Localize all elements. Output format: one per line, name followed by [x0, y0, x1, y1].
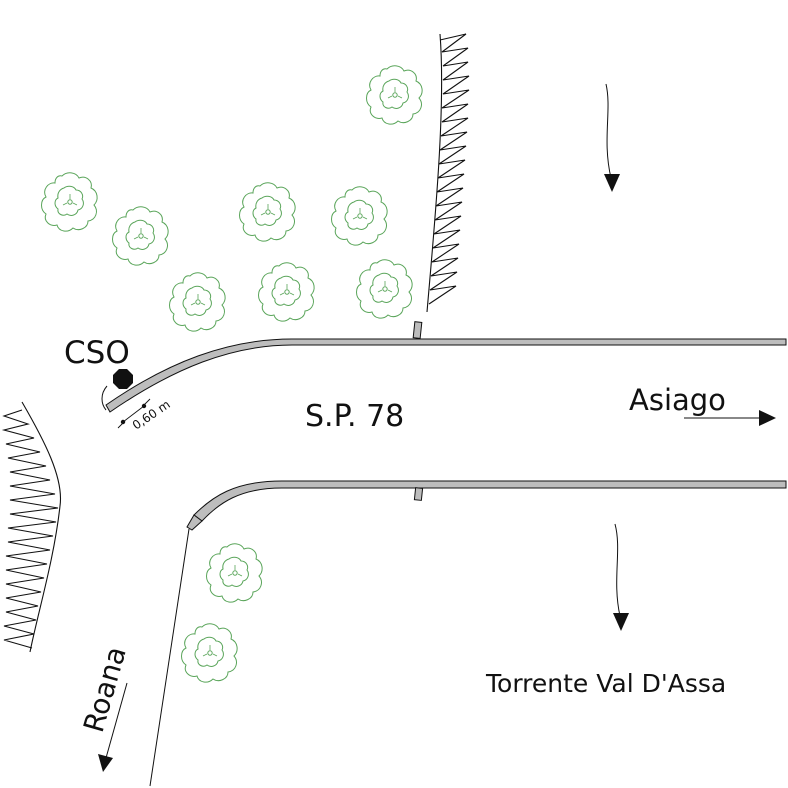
curb-bottom [193, 480, 787, 522]
flow-arrow-icon [613, 523, 629, 631]
dimension-marker [117, 398, 151, 429]
embankment-right [426, 33, 470, 313]
tree-icon [169, 272, 226, 332]
tree-icon [41, 172, 98, 232]
flow-arrow-icon [604, 83, 620, 192]
manhole-icon [113, 369, 133, 389]
tree-icon [258, 262, 315, 322]
tree-icon [239, 182, 296, 242]
road-label: S.P. 78 [305, 399, 404, 434]
dimension-label: 0,60 m [130, 397, 173, 432]
drain-notch-top [412, 321, 423, 339]
asiago-arrow [684, 410, 776, 426]
road-edge-left [149, 528, 190, 787]
curb-drop [186, 514, 203, 531]
tree-icon [206, 543, 263, 603]
cso-arc [101, 385, 108, 411]
torrente-label: Torrente Val D'Assa [485, 669, 726, 698]
tree-icon [356, 259, 413, 319]
asiago-label: Asiago [629, 383, 726, 417]
embankment-left [1, 401, 62, 653]
tree-icon [366, 65, 423, 125]
roana-arrow [98, 682, 128, 772]
drain-notch-bottom [413, 487, 424, 501]
cso-label: CSO [64, 335, 130, 371]
tree-icon [112, 206, 169, 266]
tree-icon [181, 623, 238, 683]
roana-label: Roana [77, 643, 133, 736]
curb-top [105, 338, 787, 413]
tree-icon [331, 186, 388, 246]
